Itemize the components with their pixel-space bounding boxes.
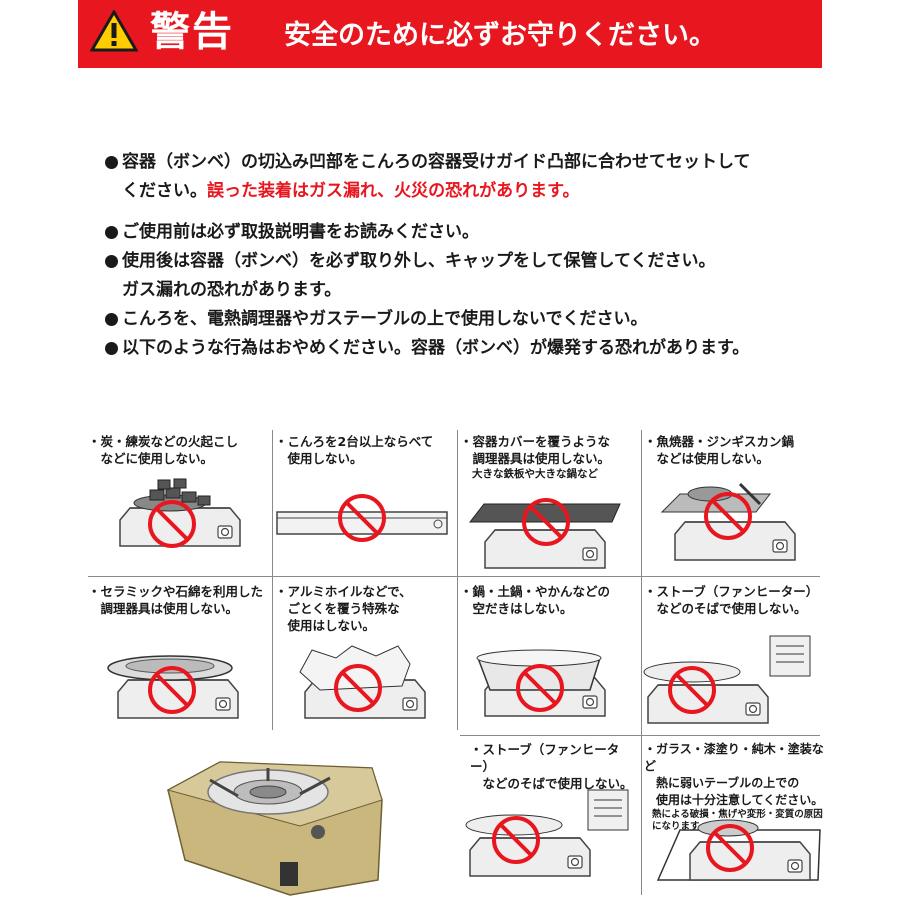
prohibition-cell: ・魚焼器・ジンギスカン鍋 などは使用しない。 bbox=[644, 433, 820, 467]
prohibition-cell: ・ストーブ（ファンヒーター） などのそばで使用しない。 bbox=[644, 583, 820, 617]
large-plate-illustration bbox=[468, 498, 621, 569]
prohibition-text: ・セラミックや石綿を利用した 調理器具は使用しない。 bbox=[88, 584, 264, 616]
notice-text: 以下のような行為はおやめください。容器（ボンベ）が爆発する恐れがあります。 bbox=[122, 338, 750, 358]
heater-nearby-illustration bbox=[643, 635, 811, 724]
notice-item: 容器（ボンベ）の切込み凹部をこんろの容器受けガイド凸部に合わせてセットして くだ… bbox=[104, 148, 804, 206]
notice-warning-text: 誤った装着はガス漏れ、火災の恐れがあります。 bbox=[207, 181, 580, 201]
warning-banner: 警告 安全のために必ずお守りください。 bbox=[78, 0, 822, 68]
prohibition-cell: ・容器カバーを覆うような 調理器具は使用しない。 大きな鉄板や大きな鍋など bbox=[460, 433, 640, 481]
notice-text: 使用後は容器（ボンベ）を必ず取り外し、キャップをして保管してください。 bbox=[122, 251, 716, 271]
aluminum-foil-illustration bbox=[299, 645, 426, 719]
notice-text: ガス漏れの恐れがあります。 bbox=[122, 280, 342, 300]
prohibition-cell: ・ストーブ（ファンヒーター） などのそばで使用しない。 bbox=[470, 741, 640, 792]
banner-subtitle: 安全のために必ずお守りください。 bbox=[284, 20, 716, 51]
prohibition-text: ・こんろを2台以上ならべて 使用しない。 bbox=[275, 434, 434, 466]
notice-item: 使用後は容器（ボンベ）を必ず取り外し、キャップをして保管してください。 ガス漏れ… bbox=[104, 247, 804, 305]
grid-divider bbox=[272, 430, 273, 730]
empty-pot-illustration bbox=[476, 649, 606, 717]
prohibition-text: ・ストーブ（ファンヒーター） などのそばで使用しない。 bbox=[644, 584, 819, 616]
notice-text: ご使用前は必ず取扱説明書をお読みください。 bbox=[122, 222, 479, 242]
prohibition-cell: ・アルミホイルなどで、 ごとくを覆う特殊な 使用はしない。 bbox=[275, 583, 455, 634]
banner-title: 警告 bbox=[150, 9, 234, 55]
prohibition-text: ・魚焼器・ジンギスカン鍋 などは使用しない。 bbox=[644, 434, 795, 466]
heater-nearby-illustration-2 bbox=[465, 789, 629, 877]
prohibition-cell: ・ガラス・漆塗り・純木・塗装など 熱に弱いテーブルの上での 使用は十分注意してく… bbox=[644, 741, 824, 833]
notice-text: こんろを、電熱調理器やガステーブルの上で使用しないでください。 bbox=[122, 309, 648, 329]
warning-triangle-icon bbox=[90, 10, 138, 52]
glass-table-illustration bbox=[656, 819, 821, 881]
notice-item: こんろを、電熱調理器やガステーブルの上で使用しないでください。 bbox=[104, 305, 804, 334]
prohibition-text: ・容器カバーを覆うような 調理器具は使用しない。 bbox=[460, 434, 611, 466]
prohibition-cell: ・セラミックや石綿を利用した 調理器具は使用しない。 bbox=[88, 583, 272, 617]
two-stoves-illustration bbox=[276, 494, 448, 542]
prohibition-text: ・鍋・土鍋・やかんなどの 空だきはしない。 bbox=[460, 584, 611, 616]
notice-item: 以下のような行為はおやめください。容器（ボンベ）が爆発する恐れがあります。 bbox=[104, 334, 804, 363]
notice-text-part: ください。 bbox=[122, 181, 207, 201]
grid-divider bbox=[88, 576, 820, 577]
grid-divider bbox=[460, 735, 820, 736]
prohibition-text: ・ガラス・漆塗り・純木・塗装など 熱に弱いテーブルの上での 使用は十分注意してく… bbox=[644, 742, 824, 807]
prohibition-cell: ・こんろを2台以上ならべて 使用しない。 bbox=[275, 433, 455, 467]
ceramic-plate-illustration bbox=[107, 655, 239, 719]
notice-text: ください。誤った装着はガス漏れ、火災の恐れがあります。 bbox=[122, 177, 804, 206]
prohibition-text: ・アルミホイルなどで、 ごとくを覆う特殊な 使用はしない。 bbox=[275, 584, 412, 633]
prohibition-note: 大きな鉄板や大きな鍋など bbox=[472, 468, 598, 480]
prohibition-note: 熱による破損・焦げや変形・変質の原因 になります。 bbox=[652, 809, 823, 832]
prohibition-text: ・炭・練炭などの火起こし などに使用しない。 bbox=[88, 434, 239, 466]
notice-list: 容器（ボンベ）の切込み凹部をこんろの容器受けガイド凸部に合わせてセットして くだ… bbox=[104, 148, 804, 363]
prohibition-cell: ・鍋・土鍋・やかんなどの 空だきはしない。 bbox=[460, 583, 640, 617]
prohibition-cell: ・炭・練炭などの火起こし などに使用しない。 bbox=[88, 433, 270, 467]
portable-stove-product bbox=[166, 761, 383, 896]
notice-item: ご使用前は必ず取扱説明書をお読みください。 bbox=[104, 218, 804, 247]
grid-divider bbox=[641, 430, 642, 895]
charcoal-illustration bbox=[119, 478, 241, 548]
fish-grill-illustration bbox=[660, 482, 796, 561]
notice-text: 容器（ボンベ）の切込み凹部をこんろの容器受けガイド凸部に合わせてセットして bbox=[122, 152, 751, 172]
prohibition-text: ・ストーブ（ファンヒーター） などのそばで使用しない。 bbox=[470, 742, 633, 791]
grid-divider bbox=[457, 430, 458, 730]
